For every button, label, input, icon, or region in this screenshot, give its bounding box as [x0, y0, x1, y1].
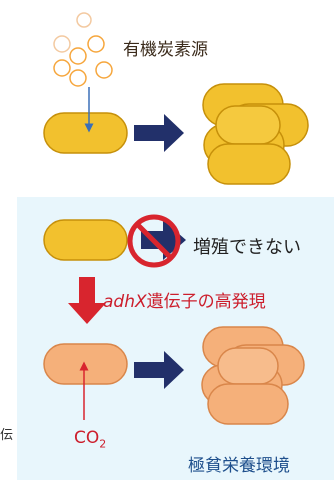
right-arrow-bottom-icon — [134, 351, 184, 389]
single-cell-top — [44, 113, 127, 153]
co2-subscript: 2 — [99, 437, 106, 450]
side-character: 伝 — [0, 424, 13, 443]
carbon-dots-icon — [54, 13, 112, 86]
co2-main: CO — [74, 428, 99, 448]
right-arrow-icon — [134, 114, 184, 152]
single-cell-orange — [44, 344, 127, 384]
single-cell-bottom — [44, 220, 127, 260]
gene-name: adhX — [103, 292, 147, 312]
no-growth-label: 増殖できない — [193, 233, 301, 259]
red-down-arrow-icon — [68, 277, 106, 324]
gene-expression-suffix: 遺伝子の高発現 — [147, 292, 266, 312]
cell-cluster-bottom — [202, 327, 304, 424]
carbon-source-label: 有機炭素源 — [123, 35, 208, 60]
gene-expression-label: adhX遺伝子の高発現 — [103, 287, 266, 312]
co2-label: CO2 — [74, 428, 106, 450]
cell-cluster-top — [203, 84, 308, 184]
environment-label: 極貧栄養環境 — [188, 451, 290, 476]
